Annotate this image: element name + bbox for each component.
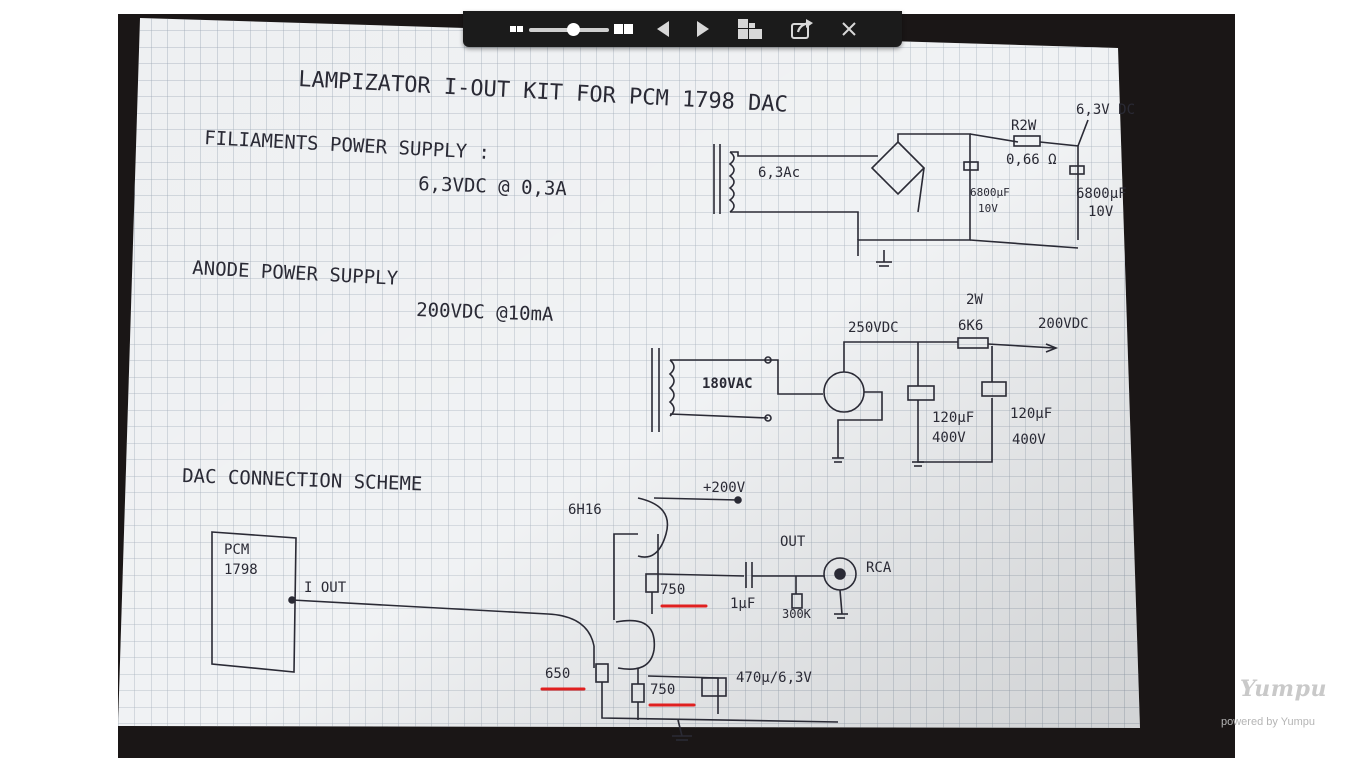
filament-r-label: R2W [1011, 118, 1037, 134]
zoom-in-button[interactable] [613, 11, 635, 47]
anode-r-label: 6K6 [958, 318, 983, 334]
anode-cap2-label: 120µF [1010, 406, 1052, 422]
zoom-out-button[interactable] [507, 11, 527, 47]
red-highlight-marks [540, 604, 708, 707]
grid-icon [738, 19, 762, 39]
chip-label-number: 1798 [224, 562, 258, 578]
anode-cap1-label: 120µF [932, 410, 974, 426]
schematic-sketch: LAMPIZATOR I-OUT KIT FOR PCM 1798 DAC FI… [118, 18, 1140, 741]
filament-r-value: 0,66 Ω [1006, 152, 1057, 168]
r750-top-label: 750 [660, 582, 685, 598]
rca-label: RCA [866, 560, 892, 576]
filament-cap1-volt: 10V [978, 202, 998, 215]
cap-470-label: 470µ/6,3V [736, 670, 812, 686]
document-page-image: LAMPIZATOR I-OUT KIT FOR PCM 1798 DAC FI… [118, 14, 1235, 758]
anode-out-label: 200VDC [1038, 316, 1089, 332]
powered-by-text: powered by Yumpu [1221, 716, 1315, 728]
cap-1uf-label: 1µF [730, 596, 755, 612]
filament-circuit [713, 119, 1089, 267]
triangle-left-icon [657, 21, 669, 37]
plus-200v-label: +200V [703, 480, 746, 496]
r750-bottom-label: 750 [650, 682, 675, 698]
filament-spec: 6,3VDC @ 0,3A [418, 173, 568, 200]
out-label: OUT [780, 534, 806, 550]
filament-cap2-volt: 10V [1088, 204, 1114, 220]
close-button[interactable] [837, 11, 861, 47]
anode-r-watt: 2W [966, 292, 983, 308]
r650-label: 650 [545, 666, 570, 682]
anode-ac-label: 180VAC [702, 376, 753, 392]
anode-cap2-volt: 400V [1012, 432, 1046, 448]
filament-cap1-label: 6800µF [970, 186, 1010, 199]
next-page-button[interactable] [691, 11, 715, 47]
anode-spec: 200VDC @10mA [416, 299, 555, 326]
large-squares-icon [614, 24, 633, 34]
r300k-label: 300K [782, 607, 812, 621]
share-icon [791, 19, 813, 39]
chip-label-pcm: PCM [224, 542, 249, 558]
share-button[interactable] [787, 11, 817, 47]
viewer-toolbar [463, 11, 902, 47]
filament-ac-label: 6,3Ac [758, 165, 800, 181]
iout-label: I OUT [304, 580, 347, 596]
previous-page-button[interactable] [651, 11, 675, 47]
filament-cap2-label: 6800µF [1076, 186, 1127, 202]
dac-circuit [211, 496, 857, 741]
small-squares-icon [510, 26, 523, 32]
pcm-chip-box [211, 531, 297, 673]
yumpu-logo[interactable]: Yumpu [1240, 676, 1327, 702]
filament-out-label: 6,3V DC [1076, 102, 1135, 118]
triangle-right-icon [697, 21, 709, 37]
close-x-icon [842, 22, 856, 36]
anode-dc-label: 250VDC [848, 320, 899, 336]
anode-cap1-volt: 400V [932, 430, 966, 446]
anode-circuit [651, 337, 1059, 467]
thumbnails-button[interactable] [735, 11, 765, 47]
zoom-slider-thumb[interactable] [566, 23, 580, 36]
tube-label: 6H16 [568, 502, 602, 518]
